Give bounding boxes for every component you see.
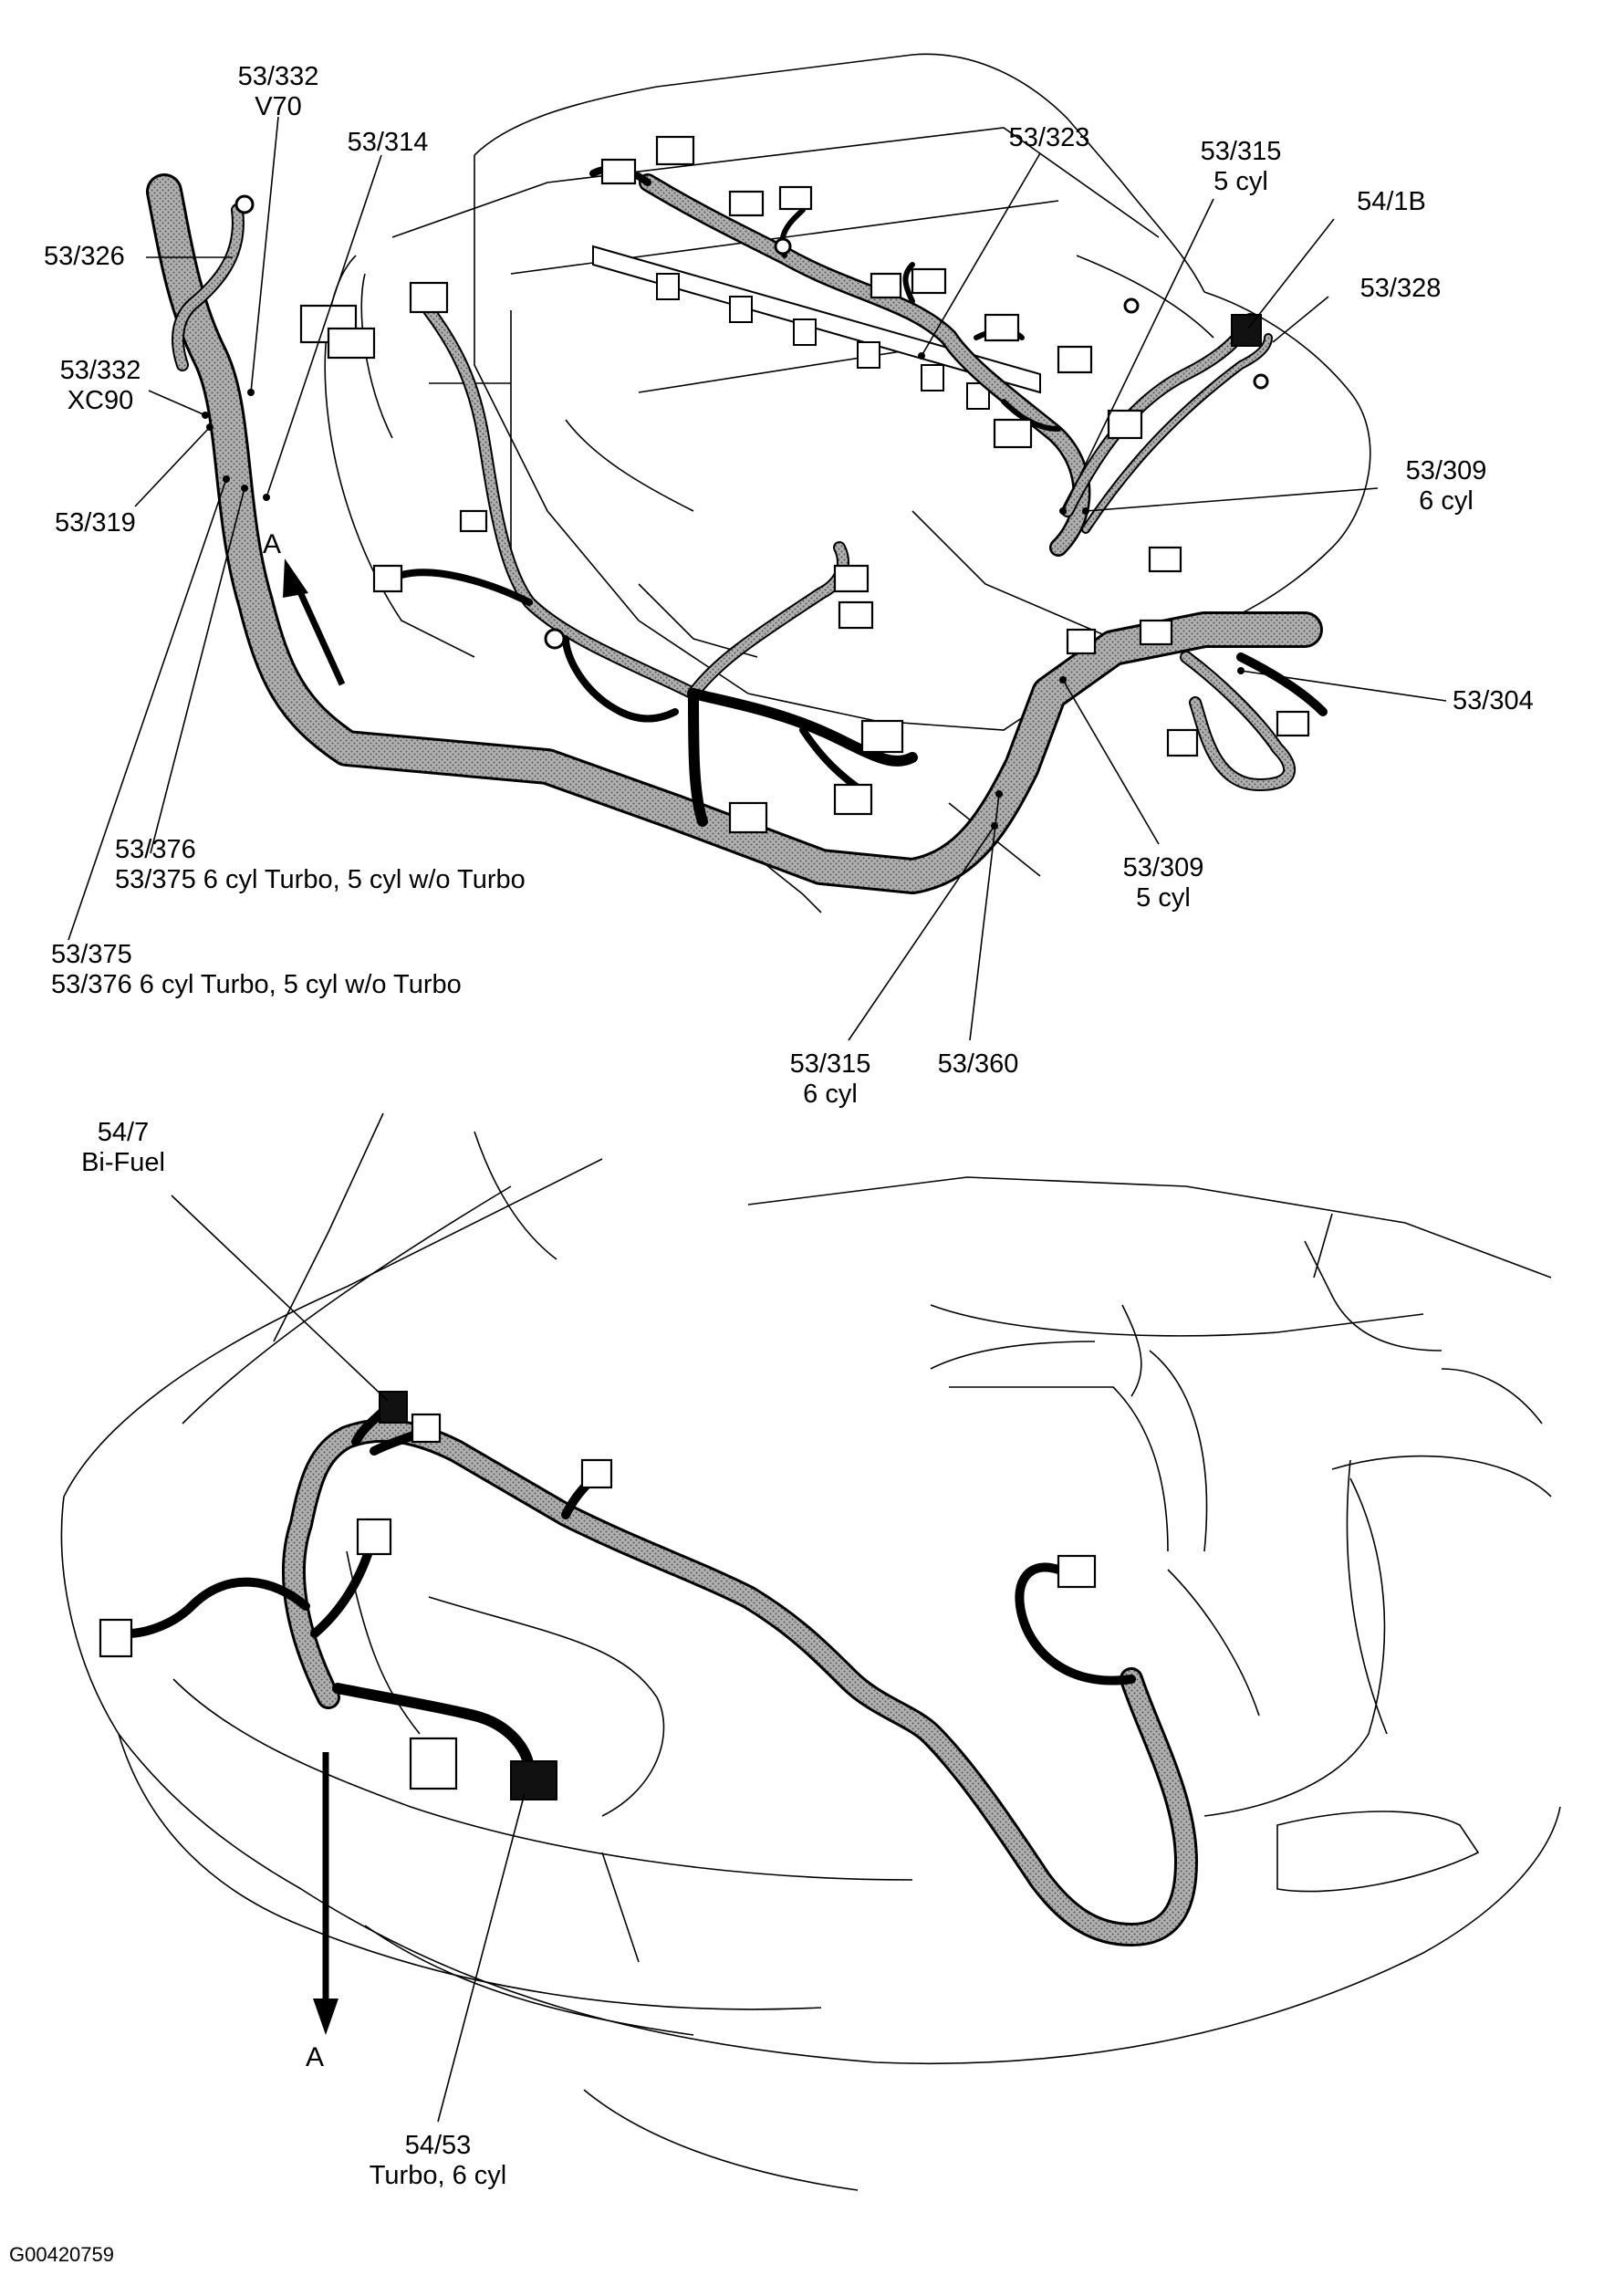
label-53-319: 53/319	[55, 508, 136, 538]
label-line: 53/314	[347, 128, 429, 157]
label-line: 53/323	[1008, 123, 1090, 152]
label-line: 53/315	[1200, 137, 1282, 166]
label-53-315-6cyl: 53/315 6 cyl	[776, 1049, 885, 1110]
view-arrow-bottom	[313, 1752, 339, 2035]
label-line: Bi-Fuel	[81, 1148, 165, 1177]
label-line: 54/53	[404, 2131, 472, 2160]
label-line: 53/375	[51, 940, 132, 969]
leader-dots-top	[202, 352, 1245, 830]
label-line: 53/332	[237, 62, 319, 91]
label-line: 53/304	[1453, 686, 1534, 715]
label-line: 6 cyl	[1419, 486, 1474, 516]
label-53-328: 53/328	[1346, 274, 1455, 304]
label-53-332-xc90: 53/332 XC90	[46, 356, 155, 416]
label-53-304: 53/304	[1453, 686, 1534, 716]
label-line: V70	[255, 92, 302, 121]
label-54-1b: 54/1B	[1341, 187, 1442, 217]
label-53-309-6cyl: 53/309 6 cyl	[1387, 456, 1505, 517]
view-arrow-top-label: A	[254, 529, 290, 559]
fuel-rail	[592, 245, 1041, 410]
label-line: 53/376 6 cyl Turbo, 5 cyl w/o Turbo	[51, 970, 462, 999]
label-line: 54/7	[97, 1118, 150, 1147]
label-line: XC90	[67, 386, 134, 415]
label-53-323: 53/323	[995, 123, 1104, 153]
label-line: A	[262, 529, 281, 559]
label-line: 53/375 6 cyl Turbo, 5 cyl w/o Turbo	[115, 865, 526, 894]
label-line: 53/309	[1405, 456, 1487, 485]
leader-lines-bottom	[171, 1195, 526, 2123]
label-line: 53/326	[44, 242, 125, 271]
label-line: 53/309	[1122, 853, 1204, 882]
label-line: 54/1B	[1357, 187, 1426, 216]
ground-eyelets	[234, 194, 1269, 650]
label-line: 53/319	[55, 508, 136, 537]
front-connectors	[99, 1413, 1097, 1790]
leader-lines-top	[68, 116, 1447, 1041]
label-53-315-5cyl: 53/315 5 cyl	[1186, 137, 1296, 197]
label-line: 5 cyl	[1213, 167, 1268, 196]
label-53-332-v70: 53/332 V70	[219, 62, 338, 122]
label-line: G00420759	[9, 2243, 114, 2266]
label-line: 5 cyl	[1136, 883, 1191, 913]
figure-id: G00420759	[9, 2243, 114, 2267]
label-line: 53/360	[937, 1049, 1019, 1079]
label-line: Turbo, 6 cyl	[369, 2161, 507, 2190]
label-54-7-bi-fuel: 54/7 Bi-Fuel	[59, 1118, 187, 1178]
label-53-360: 53/360	[923, 1049, 1033, 1080]
engine-harness	[146, 164, 1328, 894]
dark-connectors-bottom	[379, 1391, 557, 1800]
label-line: 53/328	[1359, 274, 1442, 303]
label-54-53-turbo: 54/53 Turbo, 6 cyl	[347, 2131, 529, 2191]
view-arrow-bottom-label: A	[297, 2042, 333, 2072]
view-arrow-top	[283, 558, 346, 686]
label-53-309-5cyl: 53/309 5 cyl	[1109, 853, 1218, 913]
label-53-375: 53/375 53/376 6 cyl Turbo, 5 cyl w/o Tur…	[51, 940, 462, 1000]
label-line: 6 cyl	[803, 1080, 858, 1109]
label-line: A	[305, 2042, 324, 2072]
dark-connector-54-1b	[1231, 314, 1262, 347]
label-53-314: 53/314	[333, 128, 443, 158]
car-front-outline	[60, 1112, 1561, 2191]
front-harness	[123, 1401, 1198, 1946]
label-53-326: 53/326	[44, 242, 125, 272]
label-line: 53/376	[115, 835, 196, 864]
label-53-376: 53/376 53/375 6 cyl Turbo, 5 cyl w/o Tur…	[115, 835, 526, 895]
label-line: 53/332	[59, 356, 141, 385]
engine-connectors	[299, 135, 1310, 834]
label-line: 53/315	[789, 1049, 871, 1079]
